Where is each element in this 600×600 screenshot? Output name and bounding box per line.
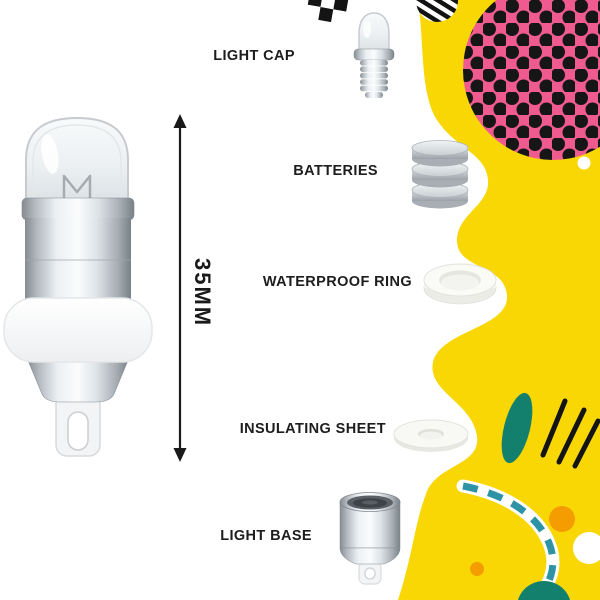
metal-collar [21, 197, 135, 221]
part-label-light-base: LIGHT BASE [220, 528, 312, 544]
dimension-arrow [173, 114, 187, 462]
sheet-hole-floor [420, 431, 442, 440]
base-pull-tab-slot [364, 567, 376, 580]
ring-hole-floor [441, 274, 479, 291]
insulating-sheet-image [393, 419, 469, 452]
part-label-insulating-sheet: INSULATING SHEET [239, 421, 386, 437]
battery-cell [411, 140, 469, 167]
orange-dot-decoration [549, 506, 575, 532]
cap-highlight [363, 20, 371, 38]
white-dot-decoration [577, 156, 591, 170]
checkerboard-decoration [305, 0, 349, 25]
waterproof-ring-image [423, 263, 497, 305]
part-label-light-cap: LIGHT CAP [213, 48, 295, 64]
base-opening-glint [362, 500, 378, 505]
green-semicircle-decoration [517, 581, 571, 600]
light-cap-image [353, 12, 395, 98]
pull-tab-slot [67, 411, 89, 451]
dimension-label: 35MM [190, 258, 215, 328]
batteries-image [411, 140, 469, 209]
polka-dot-circle [463, 0, 600, 160]
cap-thread [360, 60, 388, 98]
part-label-waterproof-ring: WATERPROOF RING [262, 274, 412, 290]
waterproof-ring-band [3, 297, 153, 363]
metal-taper [26, 357, 130, 403]
glass-inner-line [32, 124, 122, 202]
base-taper [339, 547, 401, 565]
product-image [3, 116, 153, 457]
white-circle-decoration [573, 532, 600, 564]
green-ellipse-decoration [501, 392, 533, 464]
striped-circle-decoration [416, 0, 458, 22]
glass-highlight [41, 134, 59, 174]
dashed-curve-decoration [456, 479, 560, 597]
black-rays-decoration [540, 398, 600, 469]
light-base-image [339, 492, 401, 585]
part-label-batteries: BATTERIES [293, 163, 378, 179]
cap-flange [353, 48, 395, 61]
small-orange-dot-decoration [470, 562, 484, 576]
led-filament [62, 174, 92, 202]
